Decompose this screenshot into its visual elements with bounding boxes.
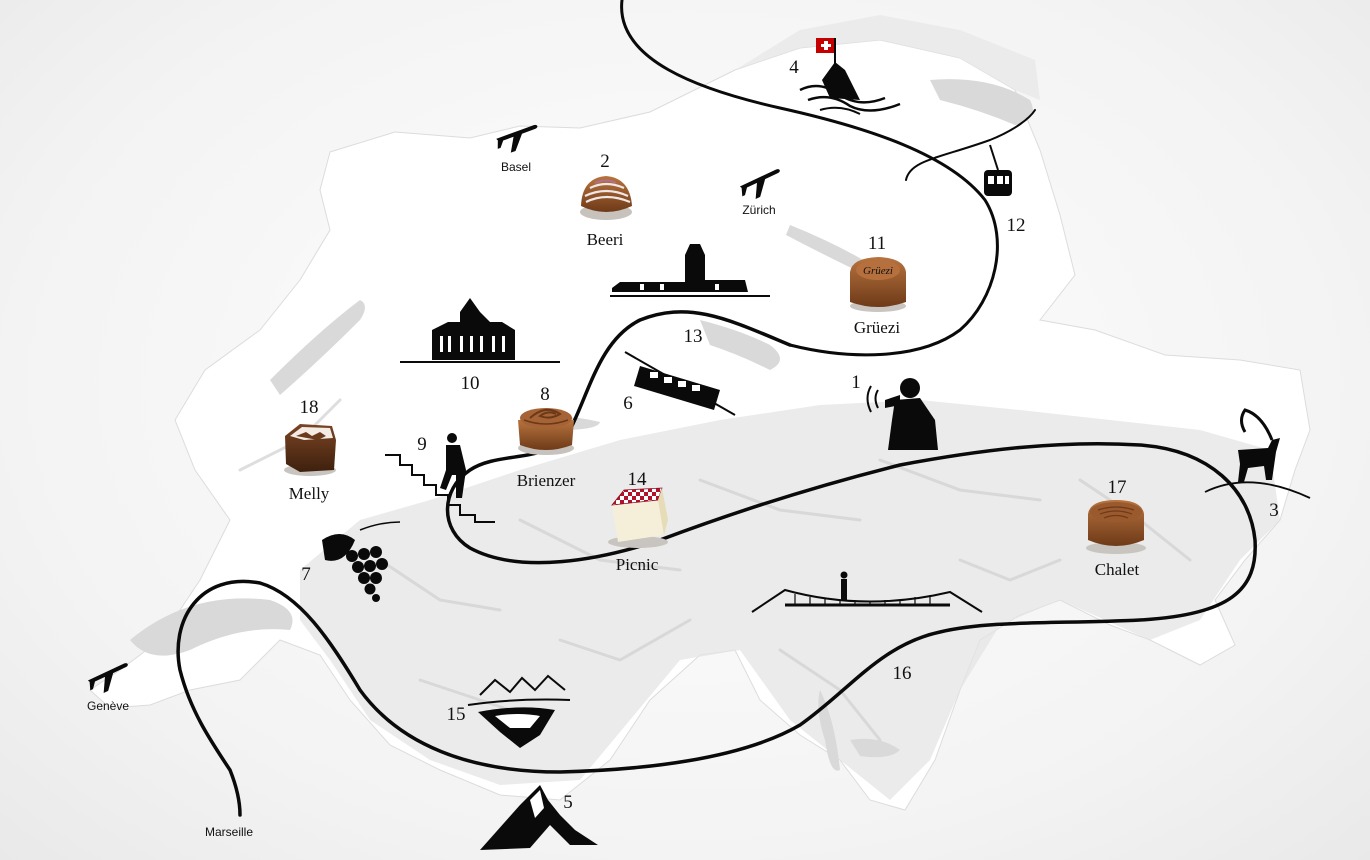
route-main (176, 310, 1257, 817)
chapel-bridge-icon[interactable] (610, 244, 770, 297)
swirl-chocolate[interactable] (518, 408, 574, 455)
city-label-marseille: Marseille (205, 825, 253, 839)
speckled-cube-chocolate[interactable] (284, 424, 336, 476)
lake-maggiore (818, 690, 840, 771)
alphorn-yodeler-icon[interactable] (866, 378, 939, 450)
stop-number-16: 16 (893, 663, 912, 684)
switzerland-landmass (89, 15, 1311, 811)
route-cable-spur (905, 109, 1036, 181)
airports: Basel Zürich Genève Marseille (87, 124, 780, 839)
chocolate-name-beeri: Beeri (587, 230, 624, 249)
cable-car-icon[interactable] (984, 144, 1012, 196)
stop-number-11: 11 (868, 233, 886, 254)
stair-climber-icon[interactable] (385, 433, 495, 523)
stop-number-5: 5 (563, 792, 573, 813)
suspension-bridge-icon[interactable] (751, 571, 983, 613)
round-praline-chocolate[interactable] (1086, 500, 1146, 554)
swiss-flag-steamboat-icon[interactable] (799, 38, 901, 115)
lake-geneva (130, 598, 293, 656)
lake-neuchatel (270, 300, 365, 395)
stop-numbers: 1 2 3 4 5 6 7 8 9 10 11 12 13 14 15 16 1… (300, 57, 1279, 813)
striped-truffle-chocolate[interactable] (580, 176, 632, 220)
city-label-zurich: Zürich (742, 203, 775, 217)
chocolate-name-picnic: Picnic (616, 555, 659, 574)
city-label-basel: Basel (501, 160, 531, 174)
tour-route (176, 0, 1257, 817)
stop-number-10: 10 (461, 373, 480, 394)
stop-number-14: 14 (628, 469, 648, 490)
chocolate-name-gruezi: Grüezi (854, 318, 901, 337)
stop-number-13: 13 (684, 326, 703, 347)
grapes-icon[interactable] (322, 521, 401, 602)
stop-number-4: 4 (789, 57, 799, 78)
airport-geneve (87, 663, 128, 693)
stop-number-8: 8 (540, 384, 550, 405)
gruezi-chocolate[interactable]: Grüezi (850, 257, 906, 312)
city-label-geneve: Genève (87, 699, 129, 713)
gruezi-inscription: Grüezi (863, 265, 893, 277)
chocolate-name-brienzer: Brienzer (517, 471, 576, 490)
chocolate-names: Beeri Grüezi Brienzer Picnic Chalet Mell… (289, 230, 1140, 579)
chocolate-name-chalet: Chalet (1095, 560, 1140, 579)
airplane-icon (739, 169, 780, 199)
stop-number-2: 2 (600, 151, 610, 172)
stop-number-12: 12 (1007, 215, 1026, 236)
glacier-lake-icon[interactable] (467, 674, 571, 748)
federal-palace-icon[interactable] (400, 298, 560, 363)
stop-number-17: 17 (1108, 477, 1127, 498)
chocolate-name-melly: Melly (289, 484, 330, 503)
lake-lucerne (700, 320, 780, 370)
checkered-cube-chocolate[interactable] (608, 487, 668, 548)
stop-number-1: 1 (851, 372, 861, 393)
airplane-icon (87, 663, 128, 693)
lake-lugano (850, 738, 900, 758)
lake-constance (930, 79, 1033, 125)
landmark-silhouettes (322, 38, 1311, 850)
stop-number-18: 18 (300, 397, 319, 418)
neighbour-region (735, 15, 1040, 100)
stop-number-7: 7 (301, 564, 311, 585)
ibex-icon[interactable] (1204, 408, 1311, 499)
matterhorn-icon[interactable] (480, 785, 598, 850)
stop-number-3: 3 (1269, 500, 1279, 521)
stop-number-6: 6 (623, 393, 633, 414)
airport-zurich (739, 169, 780, 199)
stop-number-9: 9 (417, 434, 427, 455)
funicular-icon[interactable] (624, 351, 736, 416)
route-from-north (620, 0, 999, 357)
airport-basel (496, 124, 538, 153)
stop-number-15: 15 (447, 704, 466, 725)
airplane-icon (496, 124, 538, 153)
chocolates: Grüezi (284, 176, 1146, 554)
